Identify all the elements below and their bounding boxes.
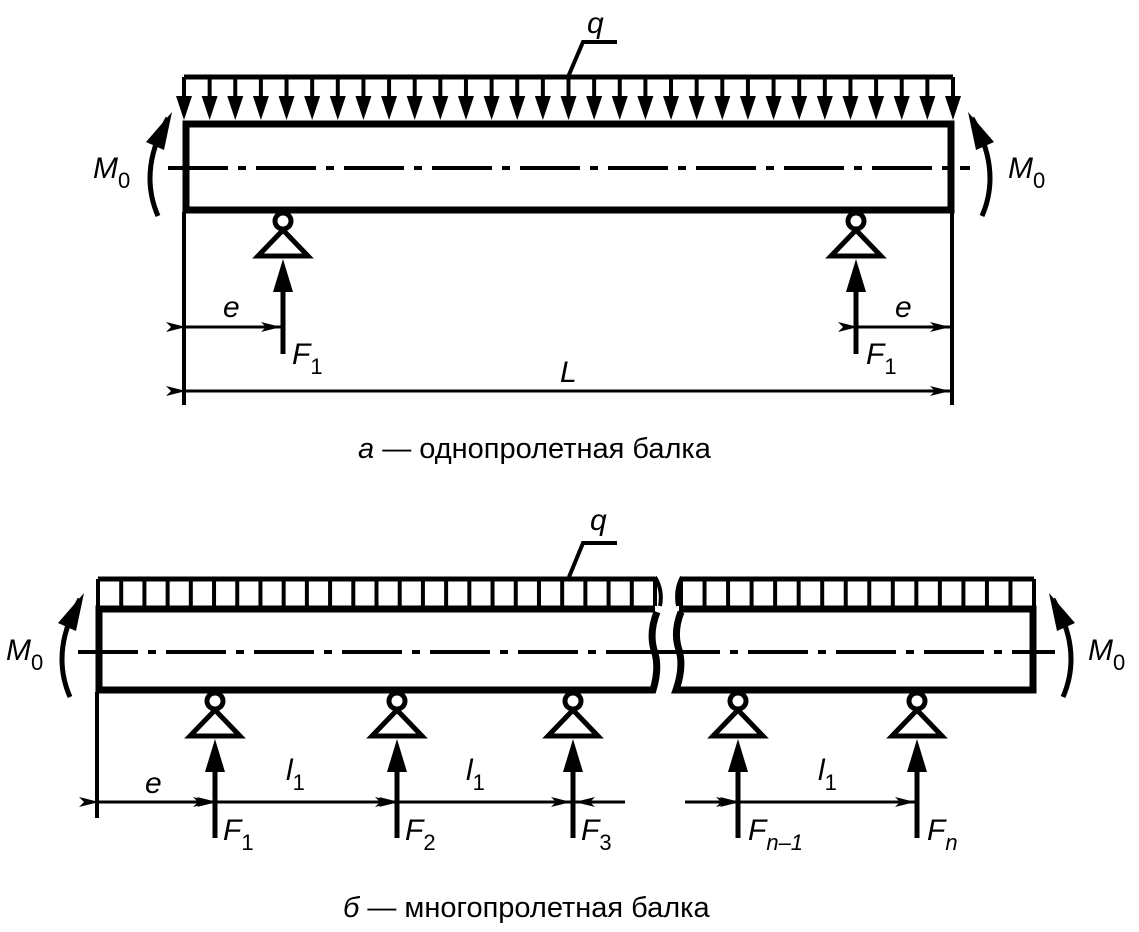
moment-label-right: M0	[1008, 152, 1045, 193]
load-arrow-icon	[381, 77, 398, 120]
moment-left	[58, 593, 84, 698]
break-mark	[675, 576, 684, 607]
caption-a: а — однопролетная балка	[358, 433, 712, 465]
dimension-label-l1: l1	[466, 754, 485, 795]
load-arrow-icon	[278, 77, 295, 120]
load-arrow-icon	[868, 77, 885, 120]
pin-support-icon	[252, 210, 314, 259]
dimension-label-e-left: e	[223, 291, 240, 324]
moment-label-right: M0	[1088, 634, 1125, 675]
multi-span-beam-figure: q M0 M0 e l1 l1	[6, 504, 1125, 924]
load-arrow-icon	[457, 77, 474, 120]
reaction-force-arrow-icon	[205, 739, 225, 838]
load-arrow-icon	[842, 77, 859, 120]
force-label-f1-right: F1	[866, 338, 897, 379]
force-labels: F1 F2 F3 Fn–1 Fn	[223, 814, 958, 855]
dimension-label-L: L	[560, 356, 577, 389]
force-label: F3	[581, 814, 612, 855]
load-arrow-icon	[919, 77, 936, 120]
reaction-force-arrow-icon	[387, 739, 407, 838]
load-arrow-icon	[176, 77, 192, 120]
force-label: Fn	[927, 814, 958, 855]
distributed-load-q	[176, 74, 961, 120]
pin-support-icon	[542, 690, 604, 739]
load-arrow-icon	[663, 77, 680, 120]
moment-right	[968, 112, 994, 217]
dimension-label-l1: l1	[286, 754, 305, 795]
load-arrow-icon	[432, 77, 449, 120]
load-arrow-icon	[945, 77, 961, 120]
pin-support-icon	[366, 690, 428, 739]
pin-support-icon	[707, 690, 769, 739]
force-label: F2	[405, 814, 436, 855]
supports	[184, 690, 948, 838]
load-arrow-icon	[765, 77, 782, 120]
force-label: F1	[223, 814, 254, 855]
load-arrow-icon	[791, 77, 808, 120]
load-arrow-icon	[329, 77, 346, 120]
force-label-f1-left: F1	[292, 338, 323, 379]
load-arrow-icon	[406, 77, 423, 120]
load-arrow-icon	[252, 77, 269, 120]
force-label: Fn–1	[748, 814, 803, 855]
moment-label-left: M0	[6, 634, 43, 675]
beam-right-segment	[671, 605, 1037, 694]
distributed-load-q	[96, 576, 1036, 606]
reaction-force-arrow-icon	[563, 739, 583, 838]
moment-label-left: M0	[93, 152, 130, 193]
moment-arrowhead-icon	[968, 112, 994, 150]
moment-arrowhead-icon	[146, 112, 172, 150]
beam-left-segment	[95, 605, 661, 694]
reaction-force-arrow-icon	[846, 259, 866, 354]
load-arrow-icon	[534, 77, 551, 120]
reaction-force-arrow-icon	[728, 739, 748, 838]
load-arrow-icon	[611, 77, 628, 120]
load-label-q: q	[587, 7, 604, 40]
load-arrow-icon	[201, 77, 218, 120]
load-arrow-icon	[483, 77, 500, 120]
moment-arrowhead-icon	[1049, 593, 1075, 631]
load-label-leader	[566, 40, 617, 78]
caption-b: б — многопролетная балка	[343, 892, 710, 924]
break-mark	[653, 575, 663, 607]
moment-right	[1049, 593, 1075, 698]
load-arrow-icon	[227, 77, 244, 120]
load-arrow-icon	[586, 77, 603, 120]
load-arrow-icon	[714, 77, 731, 120]
load-arrow-icon	[637, 77, 654, 120]
load-arrow-icon	[560, 77, 577, 120]
pin-support-icon	[886, 690, 948, 739]
dimension-label-e-right: e	[895, 291, 912, 324]
reaction-force-arrow-icon	[273, 259, 293, 354]
single-span-beam-figure: q M0 M0 e e F1 F1 L а — однопро	[93, 7, 1045, 465]
load-label-q: q	[590, 504, 607, 537]
load-arrow-icon	[304, 77, 321, 120]
pin-support-icon	[184, 690, 246, 739]
load-arrow-icon	[688, 77, 705, 120]
load-arrow-icon	[893, 77, 910, 120]
pin-support-icon	[825, 210, 887, 259]
load-label-leader	[567, 541, 617, 578]
moment-arrowhead-icon	[58, 593, 84, 631]
moment-left	[146, 112, 172, 217]
supports	[252, 210, 887, 354]
reaction-force-arrow-icon	[907, 739, 927, 838]
load-arrow-icon	[509, 77, 526, 120]
dimension-label-l1: l1	[818, 754, 837, 795]
load-arrow-icon	[816, 77, 833, 120]
dimension-label-e: e	[145, 767, 162, 800]
load-arrow-icon	[739, 77, 756, 120]
load-arrow-icon	[355, 77, 372, 120]
